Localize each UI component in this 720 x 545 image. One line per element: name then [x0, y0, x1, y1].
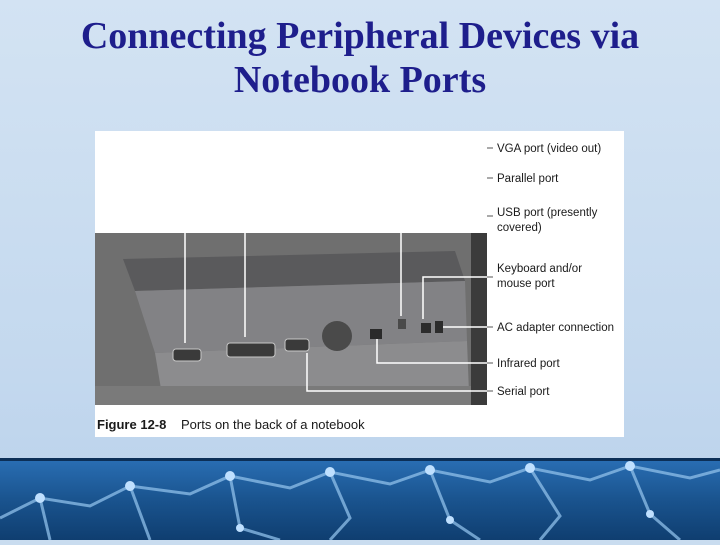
ports-figure-drawing: VGA port (video out) Parallel port USB p… — [95, 143, 614, 432]
keyboard-mouse-port — [421, 323, 431, 333]
callout-label-parallel: Parallel port — [497, 173, 559, 185]
callout-lines — [184, 147, 490, 392]
ports-figure: VGA port (video out) Parallel port USB p… — [95, 131, 624, 437]
callout-line-parallel — [244, 177, 490, 337]
callout-label-usb-line2: covered) — [497, 222, 542, 234]
callout-label-serial: Serial port — [497, 386, 550, 398]
photo-shadow — [471, 233, 487, 405]
parallel-port — [226, 342, 276, 358]
serial-port — [284, 338, 310, 352]
slide-title-line-2: Notebook Ports — [233, 59, 487, 101]
callout-line-infrared — [376, 339, 490, 364]
callout-line-usb — [400, 215, 490, 316]
desk-surface — [95, 386, 487, 405]
callout-line-serial — [306, 353, 490, 392]
callout-line-keyboard — [422, 276, 490, 319]
figure-caption-label: Figure 12-8 — [97, 417, 166, 432]
callout-line-vga — [184, 147, 490, 343]
callout-label-keyboard-line2: mouse port — [497, 278, 555, 290]
notebook-back-panel — [135, 281, 467, 353]
vga-port — [172, 348, 202, 362]
callout-label-ac: AC adapter connection — [497, 322, 614, 334]
ac-adapter-port — [435, 321, 443, 333]
footer-hexagon-graphic — [0, 458, 720, 542]
callout-lines-outer — [487, 147, 493, 392]
callout-label-keyboard-line1: Keyboard and/or — [497, 263, 582, 275]
footer-banner — [0, 458, 720, 542]
figure-caption-text: Ports on the back of a notebook — [181, 417, 365, 432]
hexagon-nodes — [35, 461, 654, 532]
callout-label-usb-line1: USB port (presently — [497, 207, 598, 219]
callout-label-vga: VGA port (video out) — [497, 143, 601, 155]
slide-title: Connecting Peripheral Devices via Notebo… — [0, 14, 720, 102]
usb-port — [398, 319, 406, 329]
notebook-lid — [123, 251, 465, 291]
callout-label-infrared: Infrared port — [497, 358, 560, 370]
fan-vent — [322, 321, 352, 351]
infrared-port — [370, 329, 382, 339]
slide-title-line-1: Connecting Peripheral Devices via — [80, 15, 640, 57]
